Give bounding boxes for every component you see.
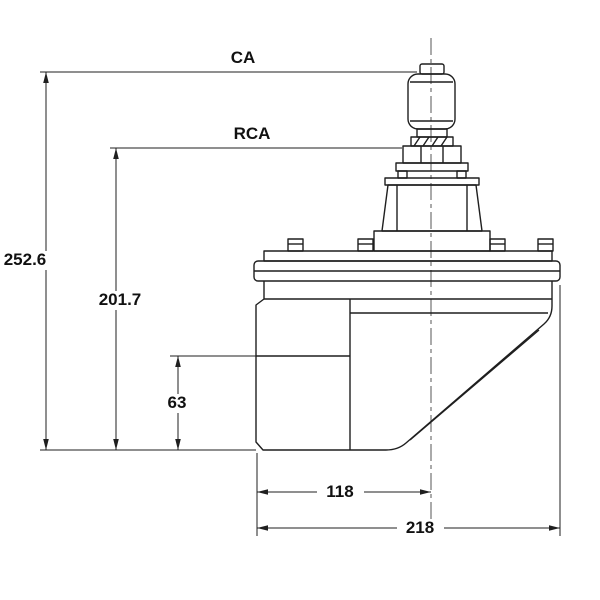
label-face-to-center: 118 xyxy=(326,482,353,501)
label-bg-overall-height-ca xyxy=(0,251,52,270)
dimension-labels: CA RCA 252.6 201.7 63 118 218 xyxy=(0,48,444,538)
flange-bolts xyxy=(287,238,554,252)
bonnet xyxy=(373,184,491,252)
label-inlet-bore: 63 xyxy=(168,393,187,412)
valve-main-body xyxy=(255,281,553,451)
flange xyxy=(253,250,561,282)
label-rca: RCA xyxy=(234,124,271,143)
label-bg-face-to-center xyxy=(317,483,364,502)
label-bg-overall-height-rca xyxy=(92,291,149,310)
stem-nut-stack xyxy=(384,128,480,186)
label-overall-width: 218 xyxy=(406,518,434,537)
label-overall-height-ca: 252.6 xyxy=(4,250,47,269)
label-ca: CA xyxy=(231,48,256,67)
label-bg-overall-width xyxy=(397,519,444,538)
label-overall-height-rca: 201.7 xyxy=(99,290,142,309)
dimension-arrowheads xyxy=(43,72,560,531)
extension-lines xyxy=(40,71,561,536)
label-bg-inlet-bore xyxy=(160,394,195,413)
valve-body-outline xyxy=(253,63,561,451)
